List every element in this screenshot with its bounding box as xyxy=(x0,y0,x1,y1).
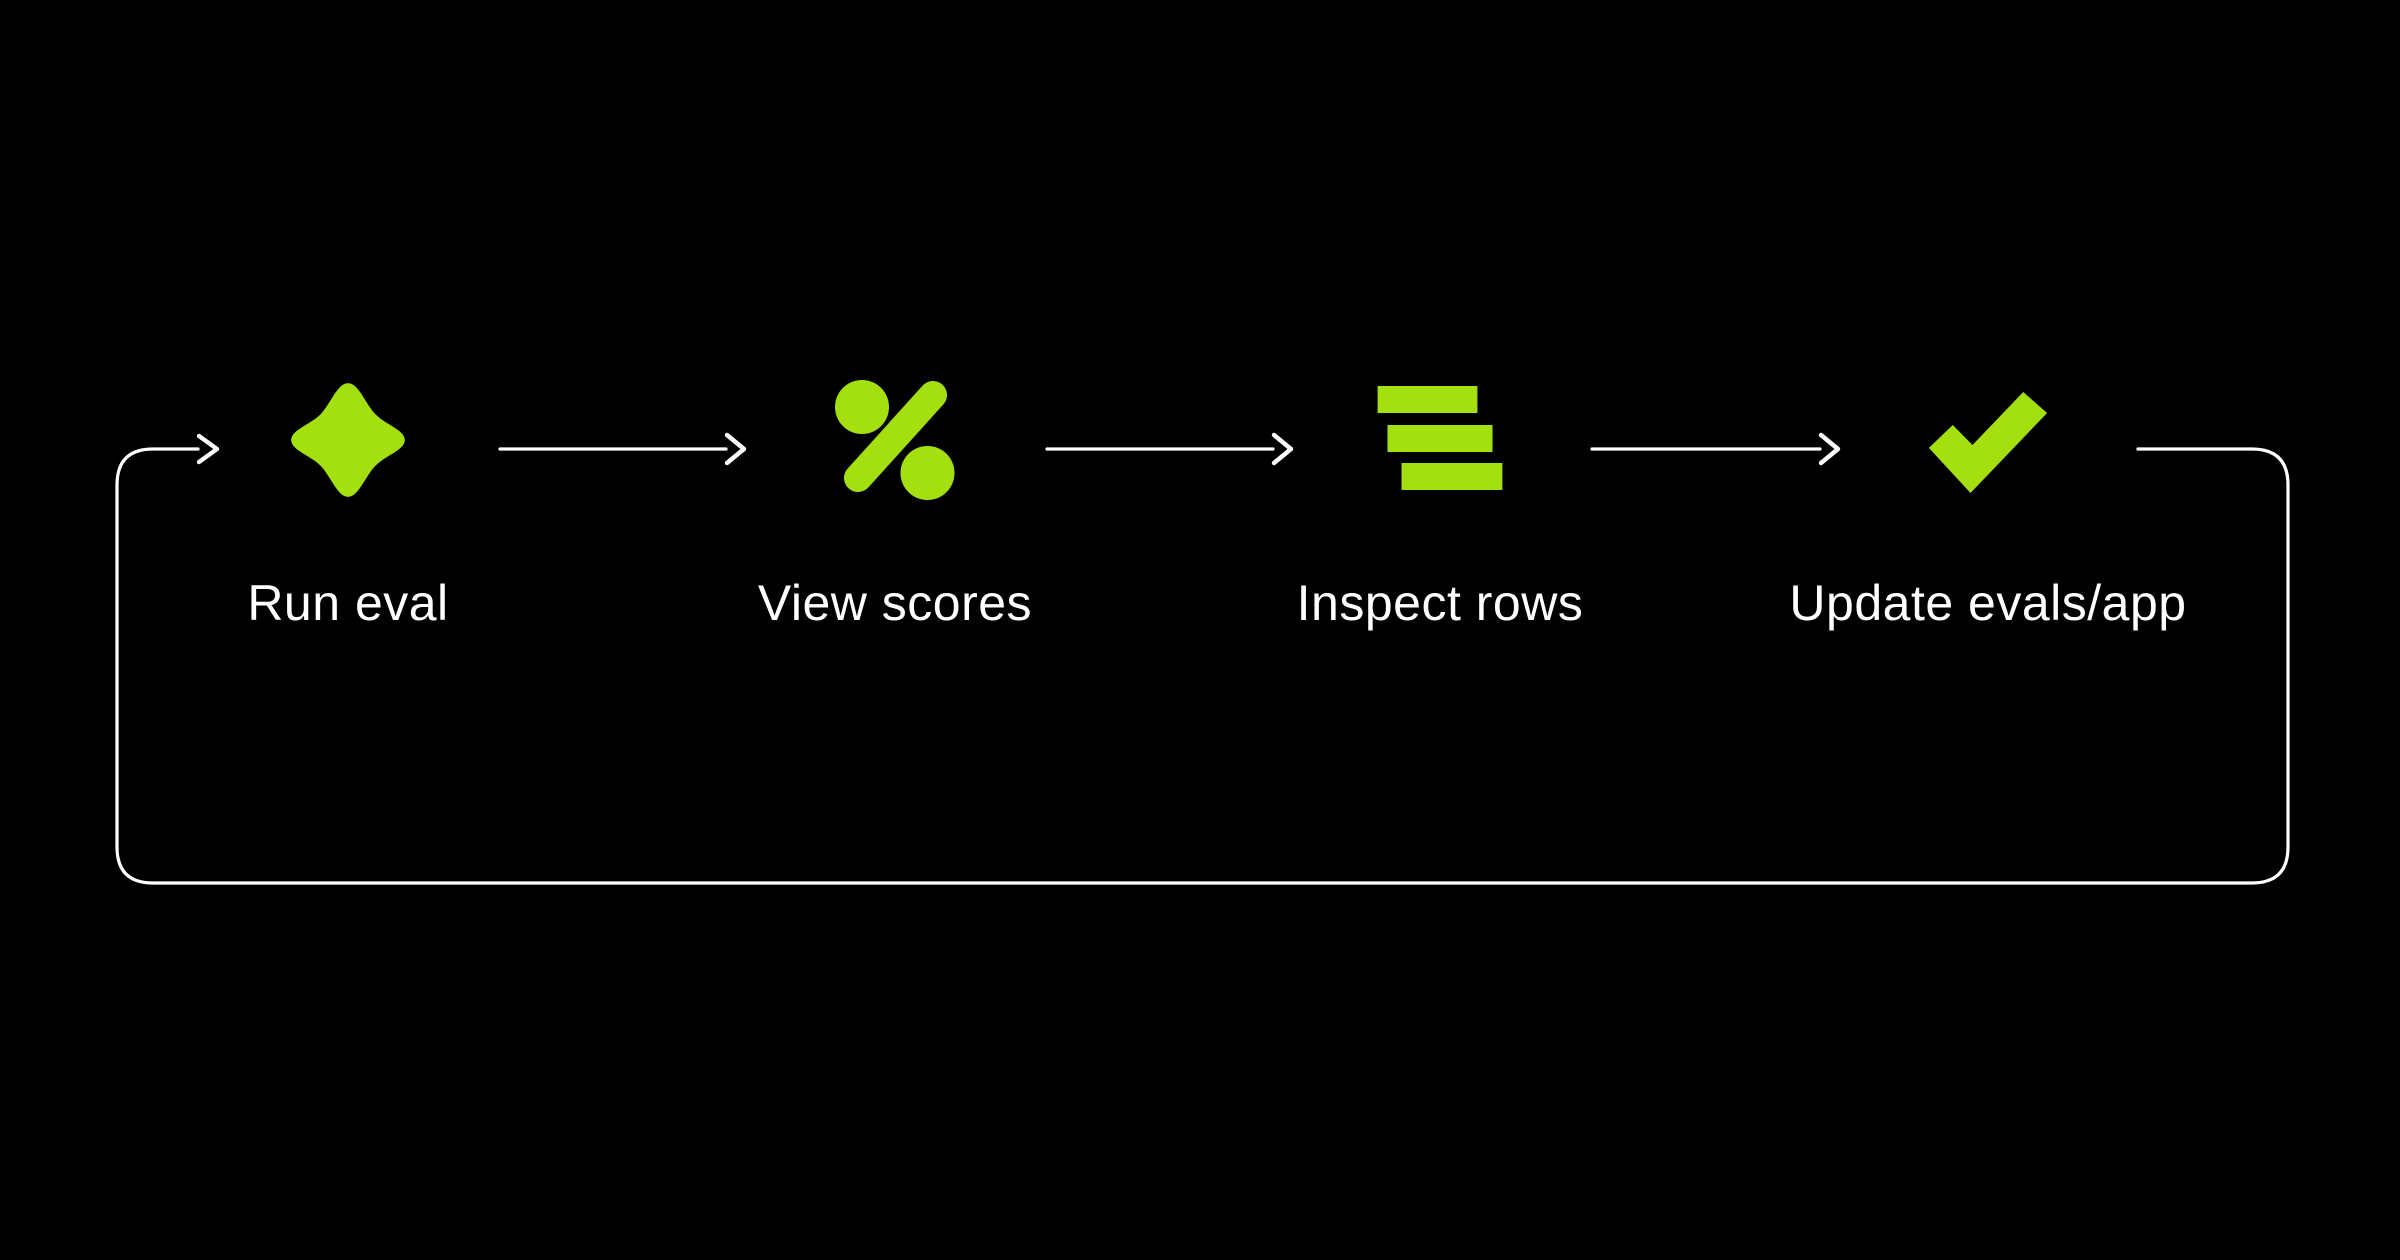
entry-arrowhead xyxy=(196,433,220,465)
step-run-eval: Run eval xyxy=(48,0,648,720)
arrow-3-head xyxy=(1818,432,1841,466)
sparkle-icon xyxy=(291,383,405,497)
loop-return-path xyxy=(115,447,2290,885)
step-label-inspect-rows: Inspect rows xyxy=(1296,575,1584,631)
step-update-evals-app: Update evals/app xyxy=(1688,0,2288,720)
stacked-rows-icon xyxy=(1377,386,1503,490)
step-label-view-scores: View scores xyxy=(757,575,1033,631)
arrow-2-head xyxy=(1271,432,1294,466)
percent-icon xyxy=(835,380,955,500)
step-label-run-eval: Run eval xyxy=(247,575,449,631)
step-inspect-rows: Inspect rows xyxy=(1140,0,1740,720)
step-label-update-evals-app: Update evals/app xyxy=(1789,575,2187,631)
step-view-scores: View scores xyxy=(595,0,1195,720)
checkmark-icon xyxy=(1928,392,2048,493)
arrow-1-head xyxy=(724,432,747,466)
